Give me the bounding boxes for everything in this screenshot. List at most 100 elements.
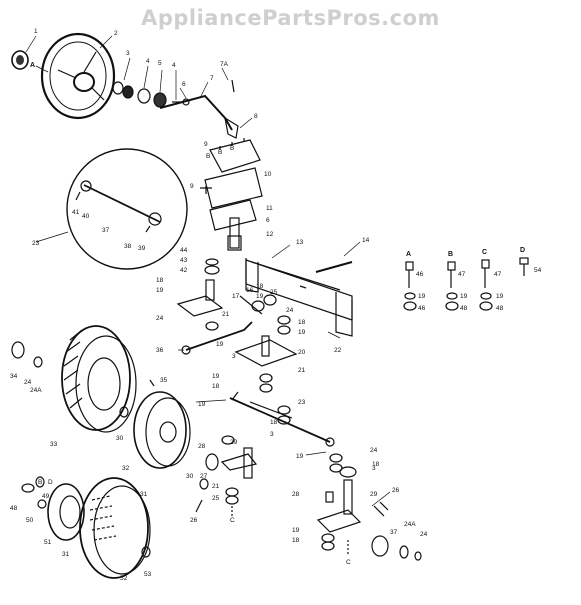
callout-32: 32 <box>122 465 130 472</box>
callout-B3: B <box>230 145 234 152</box>
callout-labels: 1 2 A 3 4 5 4 6 7A 7 8 9 B B B 10 9 11 6… <box>10 28 542 582</box>
steering-cap <box>11 50 29 70</box>
callout-29b: 29 <box>370 491 378 498</box>
callout-B1: B <box>206 153 210 160</box>
callout-21b: 21 <box>298 367 306 374</box>
callout-3: 3 <box>126 50 130 57</box>
callout-28b: 28 <box>292 491 300 498</box>
callout-19f: 19 <box>198 401 206 408</box>
callout-9: 9 <box>204 141 208 148</box>
callout-18: 18 <box>156 277 164 284</box>
callout-3d: 3 <box>372 465 376 472</box>
hub-washers <box>195 453 219 513</box>
callout-17: 17 <box>232 293 240 300</box>
callout-19d: 19 <box>298 329 306 336</box>
detail-circle <box>66 148 188 270</box>
callout-26b: 26 <box>392 487 400 494</box>
callout-13: 13 <box>296 239 304 246</box>
key-19c: 19 <box>496 293 504 300</box>
key-A: A <box>406 251 411 258</box>
callout-27: 27 <box>200 473 208 480</box>
callout-24e: 24 <box>420 531 428 538</box>
callout-33: 33 <box>50 441 58 448</box>
callout-41: 41 <box>72 209 80 216</box>
callout-1: 1 <box>34 28 38 35</box>
steering-wheel <box>40 32 116 120</box>
key-46: 46 <box>416 271 424 278</box>
callout-3b: 3 <box>232 353 236 360</box>
callout-18e: 18 <box>270 419 278 426</box>
key-19b: 19 <box>460 293 468 300</box>
callout-25b: 25 <box>212 495 220 502</box>
key-46b: 46 <box>418 305 426 312</box>
callout-12: 12 <box>266 231 274 238</box>
tie-rod <box>229 391 335 447</box>
callout-37: 37 <box>102 227 110 234</box>
callout-21c: 21 <box>212 483 220 490</box>
front-axle <box>245 258 353 337</box>
right-hub-parts <box>371 501 422 561</box>
callout-B2: B <box>218 149 222 156</box>
callout-39: 39 <box>138 245 146 252</box>
callout-C1: C <box>230 517 235 524</box>
callout-23: 23 <box>32 240 40 247</box>
watermark: AppliancePartsPros.com <box>141 6 440 30</box>
leader-lines <box>25 35 391 507</box>
callout-48: 48 <box>10 505 18 512</box>
callout-30: 30 <box>116 435 124 442</box>
callout-2: 2 <box>114 30 118 37</box>
callout-53: 53 <box>144 571 152 578</box>
callout-40: 40 <box>82 213 90 220</box>
right-spindle <box>316 453 362 556</box>
callout-7A: 7A <box>220 61 229 68</box>
callout-31b: 31 <box>62 551 70 558</box>
key-D: D <box>520 247 525 254</box>
key-48b: 48 <box>496 305 504 312</box>
callout-24: 24 <box>286 307 294 314</box>
callout-24c: 24 <box>24 379 32 386</box>
rear-hub <box>21 476 85 541</box>
callout-5: 5 <box>158 60 162 67</box>
callout-19h: 19 <box>292 527 300 534</box>
callout-20: 20 <box>298 349 306 356</box>
callout-4b: 4 <box>172 62 176 69</box>
right-spindle-upper <box>220 435 258 518</box>
callout-43: 43 <box>180 257 188 264</box>
callout-18c: 18 <box>298 319 306 326</box>
callout-44: 44 <box>180 247 188 254</box>
bolt-key <box>403 257 529 311</box>
callout-18b: 18 <box>256 283 264 290</box>
callout-6: 6 <box>182 81 186 88</box>
callout-29: 29 <box>230 439 238 446</box>
pinion-gear-housing <box>200 138 263 251</box>
key-47: 47 <box>458 271 466 278</box>
callout-51: 51 <box>44 539 52 546</box>
callout-24Ab: 24A <box>404 521 416 528</box>
callout-37b: 37 <box>390 529 398 536</box>
callout-42: 42 <box>180 267 188 274</box>
callout-6b: 6 <box>266 217 270 224</box>
key-C: C <box>482 249 487 256</box>
callout-24d: 24 <box>370 447 378 454</box>
callout-7: 7 <box>210 75 214 82</box>
callout-24A: 24A <box>30 387 42 394</box>
callout-21: 21 <box>222 311 230 318</box>
key-54: 54 <box>534 267 542 274</box>
callout-23b: 23 <box>298 399 306 406</box>
callout-18g: 18 <box>292 537 300 544</box>
callout-31: 31 <box>140 491 148 498</box>
callout-8: 8 <box>254 113 258 120</box>
callout-19g: 19 <box>296 453 304 460</box>
center-steering-arm <box>234 315 298 393</box>
callout-22: 22 <box>334 347 342 354</box>
callout-C2: C <box>346 559 351 566</box>
callout-34: 34 <box>10 373 18 380</box>
callout-26: 26 <box>190 517 198 524</box>
rear-tire <box>79 477 151 579</box>
callout-19b: 19 <box>256 293 264 300</box>
callout-3c: 3 <box>270 431 274 438</box>
callout-52: 52 <box>120 575 128 582</box>
front-wheel-rim <box>119 379 191 469</box>
callout-19: 19 <box>156 287 164 294</box>
